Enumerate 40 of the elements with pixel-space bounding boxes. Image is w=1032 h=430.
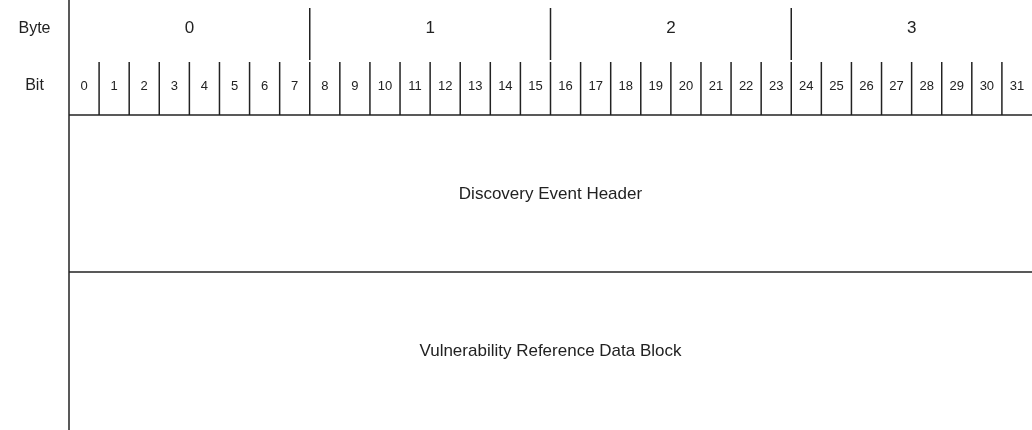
byte-number: 3	[906, 18, 917, 38]
bit-number: 4	[200, 77, 209, 93]
row-header: Byte	[18, 19, 51, 37]
bit-number: 20	[678, 77, 694, 93]
bit-number: 29	[949, 77, 964, 93]
bit-number: 21	[708, 77, 724, 93]
bit-number: 24	[799, 77, 814, 93]
bit-number: 13	[468, 77, 483, 93]
bit-number: 27	[889, 77, 904, 93]
byte-number: 0	[184, 18, 195, 38]
bit-number: 6	[261, 77, 269, 93]
bit-number: 0	[80, 77, 88, 93]
bit-number: 9	[351, 77, 359, 93]
packet-field: Vulnerability Reference Data Block	[70, 273, 1031, 429]
bit-number: 16	[558, 77, 573, 93]
bit-number: 7	[291, 77, 299, 93]
byte-number: 1	[425, 18, 435, 38]
bit-number: 12	[437, 77, 453, 93]
bit-number: 10	[377, 77, 393, 93]
bit-number: 23	[768, 77, 784, 93]
packet-field: Discovery Event Header	[70, 116, 1031, 271]
bit-number: 26	[859, 77, 874, 93]
bit-number: 1	[110, 77, 118, 93]
bit-number: 25	[829, 77, 844, 93]
bit-number: 17	[588, 77, 603, 93]
row-header: Bit	[25, 76, 44, 94]
bit-number: 5	[230, 77, 239, 93]
bit-number: 3	[170, 77, 178, 93]
bit-number: 14	[498, 77, 513, 93]
byte-number: 2	[666, 18, 676, 38]
bit-number: 22	[738, 77, 754, 93]
bit-number: 28	[919, 77, 934, 93]
bit-number: 19	[648, 77, 664, 93]
bit-number: 18	[618, 77, 633, 93]
bit-number: 8	[321, 77, 329, 93]
bit-number: 2	[140, 77, 148, 93]
bit-number: 30	[979, 77, 995, 93]
bit-number: 11	[408, 77, 422, 93]
bit-number: 31	[1009, 77, 1025, 93]
bit-number: 15	[528, 77, 543, 93]
